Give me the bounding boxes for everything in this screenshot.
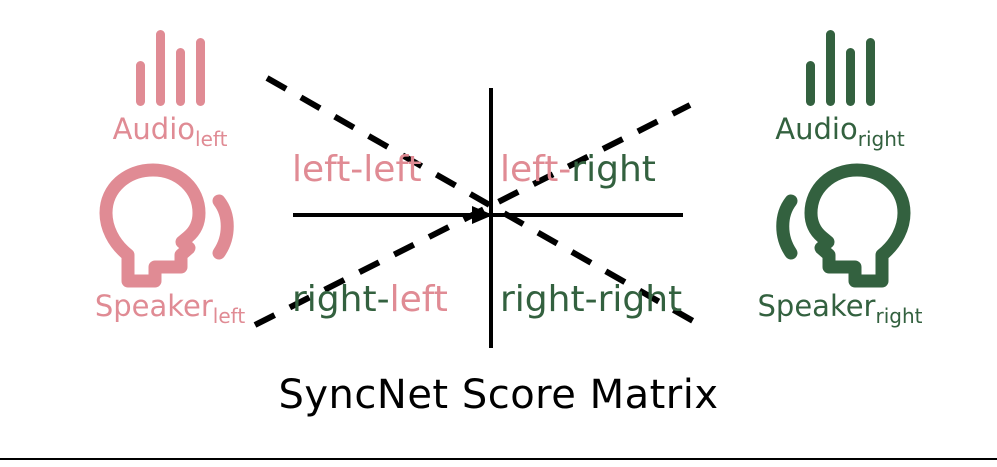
speaker-right-subscript: right — [875, 303, 923, 328]
diagonal-descending-line — [265, 75, 702, 328]
audio-right-subscript: right — [857, 126, 905, 151]
audio-waveform-icon — [805, 30, 875, 106]
audio-left-subscript: left — [195, 126, 228, 151]
bottom-divider — [0, 458, 997, 460]
speaker-left-label: Speaker — [94, 288, 213, 323]
quadrant-rr-second: right — [597, 279, 683, 320]
quadrant-ll-first: left- — [292, 149, 364, 190]
audio-right-caption: Audioright — [775, 115, 904, 149]
quadrant-ll-second: left — [363, 149, 422, 190]
speaker-left-caption: Speakerleft — [94, 288, 246, 328]
quadrant-rl-second: left — [389, 279, 448, 320]
quadrant-label-left-right: left-right — [500, 152, 656, 188]
quadrant-lr-first: left- — [500, 149, 572, 190]
quadrant-label-right-left: right-left — [292, 282, 448, 318]
center-arrow-icon — [472, 206, 493, 224]
figure-title: SyncNet Score Matrix — [278, 372, 719, 418]
score-matrix-axes: left-left left-right right-left right-ri… — [250, 60, 710, 360]
right-source-panel: Audioright Speakerright — [725, 30, 955, 350]
speaker-left-subscript: left — [212, 303, 246, 328]
audio-right-label: Audio — [775, 112, 858, 146]
audio-waveform-icon — [135, 30, 205, 106]
matrix-axes-svg — [253, 75, 702, 348]
audio-left-caption: Audioleft — [113, 115, 228, 149]
quadrant-rr-first: right- — [500, 279, 598, 320]
quadrant-label-right-right: right-right — [500, 282, 682, 318]
speaker-head-icon — [99, 163, 234, 288]
speaker-head-icon — [776, 163, 911, 288]
quadrant-label-left-left: left-left — [292, 152, 422, 188]
quadrant-rl-first: right- — [292, 279, 390, 320]
speaker-right-label: Speaker — [757, 288, 876, 323]
speaker-right-caption: Speakerright — [757, 288, 923, 328]
audio-left-label: Audio — [112, 112, 196, 146]
quadrant-lr-second: right — [571, 149, 656, 190]
left-source-panel: Audioleft Speakerleft — [55, 30, 285, 350]
